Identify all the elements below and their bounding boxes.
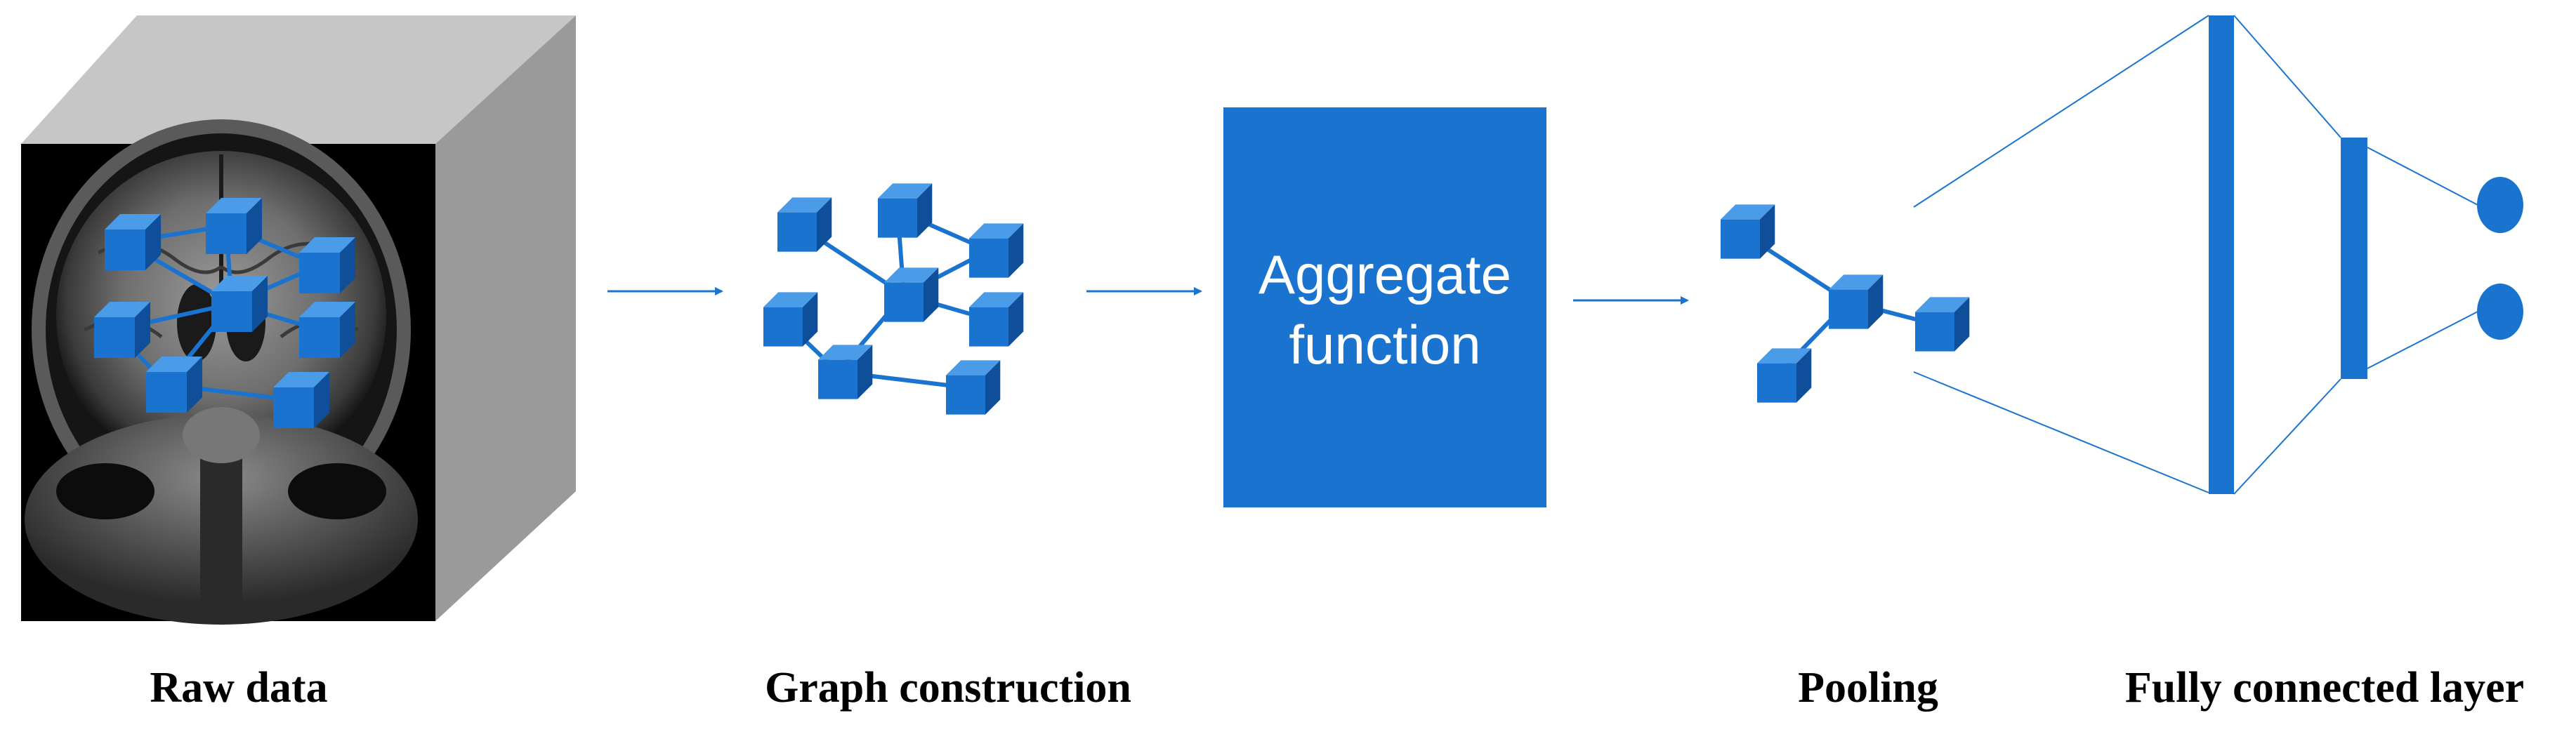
raw-data-graph	[94, 197, 356, 429]
aggregate-label-line2: function	[1289, 314, 1480, 375]
cube-node-icon	[299, 237, 356, 294]
aggregate-function-box: Aggregate function	[1223, 107, 1546, 507]
fc-connection-line	[2233, 15, 2341, 138]
cube-node-icon	[211, 275, 268, 333]
cube-node-icon	[763, 292, 818, 347]
cube-node-icon	[969, 223, 1024, 278]
cube-node-icon	[969, 292, 1024, 347]
fc-layer-2	[2341, 138, 2367, 379]
output-node-2	[2477, 284, 2523, 340]
cube-node-icon	[299, 301, 356, 359]
pooled-graph	[1721, 204, 1970, 403]
fc-projection-line	[1913, 371, 2209, 493]
cube-node-icon	[1721, 204, 1775, 259]
cube-node-icon	[206, 197, 263, 255]
cube-node-icon	[1757, 348, 1812, 403]
caption-pooling: Pooling	[1798, 664, 1938, 712]
output-node-1	[2477, 177, 2523, 233]
cube-top-face	[21, 15, 576, 144]
arrows	[607, 287, 1689, 305]
fc-layer-1	[2209, 15, 2234, 494]
cube-node-icon	[273, 371, 330, 429]
cube-node-icon	[884, 267, 939, 322]
mri-scan-image	[21, 119, 435, 625]
fc-connection-line	[2233, 378, 2341, 495]
fc-output-line	[2367, 311, 2478, 369]
cube-node-icon	[1915, 297, 1970, 352]
cube-node-icon	[94, 301, 151, 359]
cube-node-icon	[818, 345, 873, 399]
fc-output-line	[2367, 147, 2478, 206]
fully-connected-layer	[1913, 15, 2523, 495]
cube-node-icon	[777, 197, 832, 252]
constructed-graph	[763, 183, 1024, 415]
cube-node-icon	[146, 356, 203, 413]
caption-raw-data: Raw data	[150, 664, 328, 712]
cube-node-icon	[946, 360, 1001, 415]
fc-projection-line	[1913, 15, 2209, 208]
cube-node-icon	[878, 183, 933, 238]
cube-node-icon	[105, 213, 162, 271]
caption-graph-construction: Graph construction	[765, 664, 1131, 712]
cube-node-icon	[1829, 274, 1884, 329]
aggregate-label-line1: Aggregate	[1259, 244, 1511, 305]
cube-side-face	[435, 15, 576, 621]
caption-fully-connected: Fully connected layer	[2124, 664, 2525, 712]
